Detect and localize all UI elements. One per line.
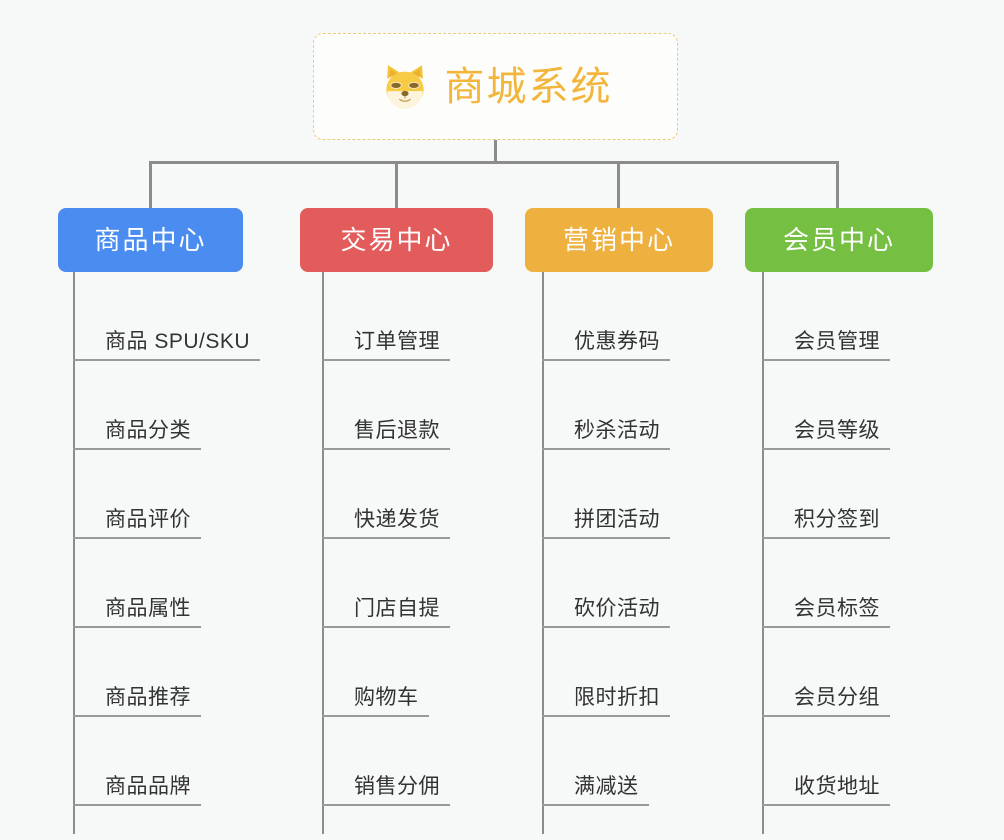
leaf-item-label: 订单管理 bbox=[354, 329, 440, 353]
leaf-item[interactable]: 商品属性 bbox=[73, 539, 201, 628]
leaf-item[interactable]: 收货地址 bbox=[762, 717, 890, 806]
leaf-item-label: 收货地址 bbox=[794, 774, 880, 798]
leaf-item-label: 优惠券码 bbox=[574, 329, 660, 353]
column-trunk-3 bbox=[762, 272, 764, 834]
leaf-item[interactable]: 售后退款 bbox=[322, 361, 450, 450]
category-header-label-0: 商品中心 bbox=[94, 225, 207, 255]
leaf-item[interactable]: 购物车 bbox=[322, 628, 429, 717]
leaf-item-label: 会员分组 bbox=[794, 685, 880, 709]
leaf-item[interactable]: 砍价活动 bbox=[542, 539, 670, 628]
leaf-item[interactable]: 拼团活动 bbox=[542, 450, 670, 539]
leaf-item-label: 售后退款 bbox=[354, 418, 440, 442]
leaf-item-label: 会员标签 bbox=[794, 596, 880, 620]
leaf-item-label: 商品推荐 bbox=[105, 685, 191, 709]
leaf-item-label: 秒杀活动 bbox=[574, 418, 660, 442]
category-header-label-3: 会员中心 bbox=[782, 225, 895, 255]
leaf-item[interactable]: 限时折扣 bbox=[542, 628, 670, 717]
leaf-item-label: 商品评价 bbox=[105, 507, 191, 531]
leaf-item[interactable]: 快递发货 bbox=[322, 450, 450, 539]
column-trunk-2 bbox=[542, 272, 544, 834]
leaf-item-label: 砍价活动 bbox=[574, 596, 660, 620]
shiba-dog-icon bbox=[385, 64, 424, 109]
leaf-item[interactable]: 满减送 bbox=[542, 717, 649, 806]
leaf-item[interactable]: 会员管理 bbox=[762, 272, 890, 361]
leaf-item-label: 商品 SPU/SKU bbox=[105, 329, 251, 353]
root-node-mall-system[interactable]: 商城系统 bbox=[313, 33, 678, 140]
leaf-item[interactable]: 订单管理 bbox=[322, 272, 450, 361]
leaf-item-label: 会员等级 bbox=[794, 418, 880, 442]
category-header-label-2: 营销中心 bbox=[562, 225, 675, 255]
category-header-1[interactable]: 交易中心 bbox=[300, 208, 493, 272]
category-header-2[interactable]: 营销中心 bbox=[525, 208, 713, 272]
leaf-item-label: 积分签到 bbox=[794, 507, 880, 531]
leaf-item[interactable]: 秒杀活动 bbox=[542, 361, 670, 450]
leaf-item[interactable]: 优惠券码 bbox=[542, 272, 670, 361]
leaf-item-label: 限时折扣 bbox=[574, 685, 660, 709]
column-trunk-0 bbox=[73, 272, 75, 834]
leaf-item[interactable]: 商品品牌 bbox=[73, 717, 201, 806]
leaf-item[interactable]: 会员分组 bbox=[762, 628, 890, 717]
leaf-item[interactable]: 门店自提 bbox=[322, 539, 450, 628]
leaf-item-label: 商品属性 bbox=[105, 596, 191, 620]
leaf-item[interactable]: 销售分佣 bbox=[322, 717, 450, 806]
connector-drop-3 bbox=[617, 161, 620, 209]
leaf-item-label: 满减送 bbox=[574, 774, 639, 798]
category-header-label-1: 交易中心 bbox=[340, 225, 453, 255]
leaf-item-label: 会员管理 bbox=[794, 329, 880, 353]
leaf-item-label: 快递发货 bbox=[354, 507, 440, 531]
root-node-title: 商城系统 bbox=[444, 64, 613, 109]
leaf-item[interactable]: 商品推荐 bbox=[73, 628, 201, 717]
category-header-0[interactable]: 商品中心 bbox=[58, 208, 243, 272]
leaf-item[interactable]: 会员等级 bbox=[762, 361, 890, 450]
connector-drop-1 bbox=[149, 161, 152, 209]
connector-drop-4 bbox=[836, 161, 839, 209]
leaf-item-label: 商品分类 bbox=[105, 418, 191, 442]
leaf-item-label: 购物车 bbox=[354, 685, 419, 709]
column-trunk-1 bbox=[322, 272, 324, 834]
leaf-item[interactable]: 会员标签 bbox=[762, 539, 890, 628]
connector-horizontal-bus bbox=[150, 161, 838, 164]
leaf-item[interactable]: 商品分类 bbox=[73, 361, 201, 450]
leaf-item[interactable]: 商品评价 bbox=[73, 450, 201, 539]
leaf-item-label: 销售分佣 bbox=[354, 774, 440, 798]
leaf-item[interactable]: 积分签到 bbox=[762, 450, 890, 539]
leaf-item[interactable]: 商品 SPU/SKU bbox=[73, 272, 261, 361]
leaf-item-label: 门店自提 bbox=[354, 596, 440, 620]
category-header-3[interactable]: 会员中心 bbox=[745, 208, 933, 272]
connector-root-stem bbox=[494, 140, 497, 162]
leaf-item-label: 商品品牌 bbox=[105, 774, 191, 798]
connector-drop-2 bbox=[395, 161, 398, 209]
leaf-item-label: 拼团活动 bbox=[574, 507, 660, 531]
